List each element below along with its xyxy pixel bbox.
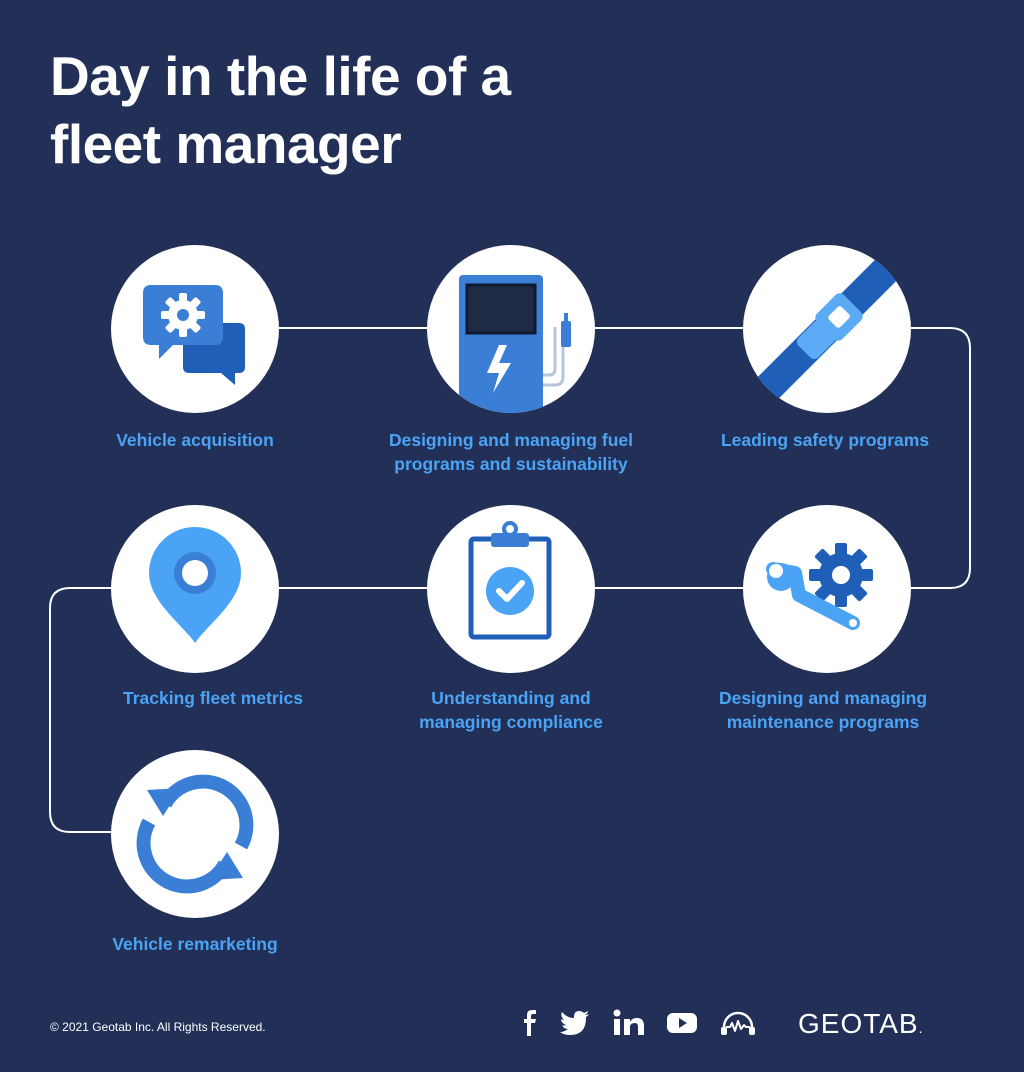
title-line-1: Day in the life of a: [50, 45, 511, 107]
ev-charger-icon: [459, 275, 571, 413]
step-node-vehicle-acquisition: [111, 245, 279, 413]
label-line-2: programs and sustainability: [394, 454, 628, 474]
chat-gear-icon: [143, 285, 245, 385]
location-pin-icon: [149, 527, 241, 643]
label-line-1: Understanding and: [431, 688, 591, 708]
brand-name: GEOTAB: [798, 1008, 919, 1039]
twitter-icon: [560, 1011, 589, 1035]
youtube-link[interactable]: [666, 1007, 698, 1039]
step-node-remarketing: [111, 750, 279, 918]
step-label-compliance: Understanding and managing compliance: [361, 686, 661, 734]
headphones-podcast-icon: [721, 1011, 755, 1035]
podcast-link[interactable]: [718, 1007, 758, 1039]
title-line-2: fleet manager: [50, 113, 402, 175]
step-node-maintenance: [743, 505, 911, 673]
copyright-text: © 2021 Geotab Inc. All Rights Reserved.: [50, 1020, 266, 1034]
linkedin-link[interactable]: [612, 1007, 646, 1039]
label-line-1: Designing and managing fuel: [388, 430, 634, 450]
clipboard-check-icon: [468, 521, 552, 640]
step-label-vehicle-acquisition: Vehicle acquisition: [116, 430, 274, 450]
step-label-maintenance: Designing and managing maintenance progr…: [673, 686, 973, 734]
page-title: Day in the life of a fleet manager: [50, 42, 511, 178]
step-label-fleet-metrics: Tracking fleet metrics: [123, 688, 303, 708]
step-label-fuel-programs: Designing and managing fuel programs and…: [361, 428, 661, 476]
label-line-2: managing compliance: [419, 712, 603, 732]
geotab-logo: GEOTAB.: [798, 1007, 924, 1045]
seatbelt-icon: [743, 245, 911, 413]
step-node-fuel-programs: [427, 245, 595, 413]
twitter-link[interactable]: [560, 1007, 590, 1039]
brand-mark: .: [918, 1020, 924, 1036]
label-line-1: Designing and managing: [718, 688, 928, 708]
step-label-remarketing: Vehicle remarketing: [112, 934, 278, 954]
youtube-icon: [667, 1013, 697, 1033]
facebook-link[interactable]: [520, 1007, 540, 1039]
step-label-safety-programs: Leading safety programs: [720, 430, 930, 450]
label-line-2: maintenance programs: [726, 712, 920, 732]
step-node-fleet-metrics: [111, 505, 279, 673]
facebook-icon: [524, 1010, 536, 1036]
refresh-cycle-icon: [136, 774, 254, 894]
step-node-safety-programs: [743, 245, 911, 413]
wrench-gear-icon: [766, 543, 873, 630]
linkedin-icon: [613, 1009, 644, 1035]
step-node-compliance: [427, 505, 595, 673]
